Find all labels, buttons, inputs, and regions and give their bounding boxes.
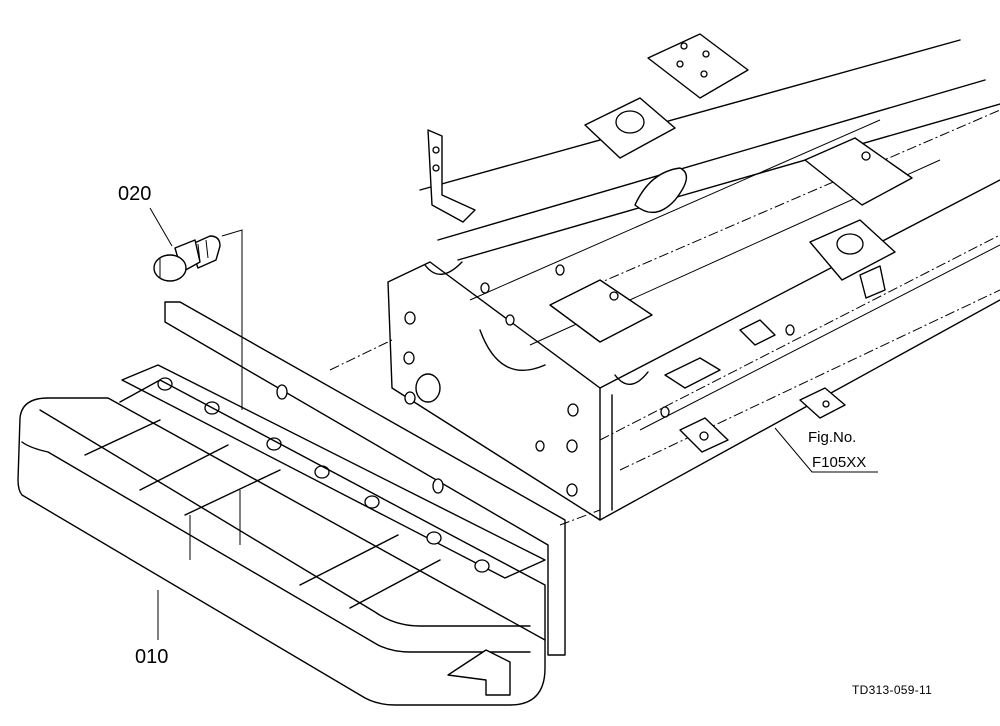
part-020-bolt: [153, 235, 221, 282]
callout-020: 020: [118, 183, 151, 205]
reference-leader: [774, 427, 878, 473]
frame-assembly: [387, 33, 1000, 521]
drawing-code: TD313-059-11: [852, 683, 932, 697]
callout-010: 010: [135, 646, 168, 668]
reference-fig-label: Fig.No.: [808, 429, 856, 446]
reference-fig-number: F105XX: [812, 454, 866, 471]
part-010-tray: [17, 301, 566, 706]
leader-lines: [149, 207, 601, 640]
